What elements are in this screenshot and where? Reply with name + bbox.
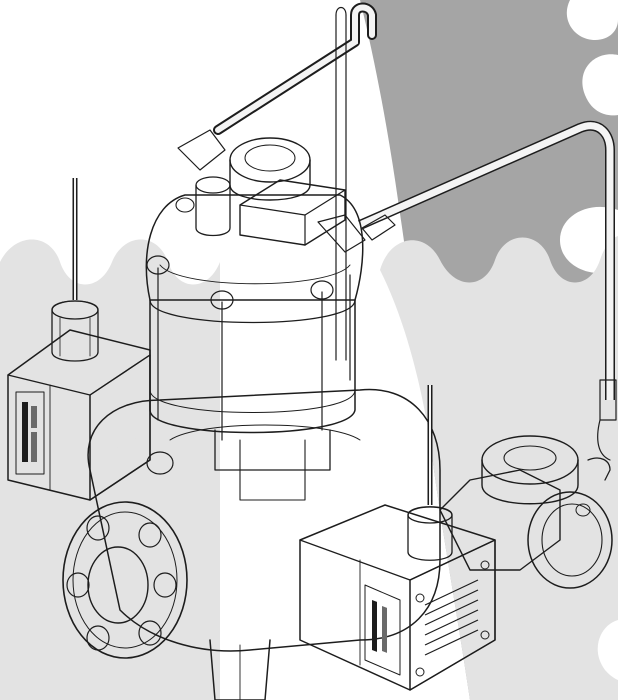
- wave-right-scallops: [380, 236, 618, 700]
- nameplate-right-lines: [424, 579, 479, 656]
- solenoid-coil-right: [299, 504, 496, 691]
- actuator-housing: [145, 194, 364, 501]
- flange-bolts: [66, 515, 177, 651]
- wave-light-band-2: [0, 300, 150, 480]
- cable-gland-right: [407, 385, 453, 561]
- nameplate-right: [364, 579, 479, 676]
- housing-bolts: [146, 197, 351, 441]
- nameplate-left: [15, 391, 45, 475]
- wave-top-scallops-2: [582, 54, 618, 116]
- inlet-flange: [62, 451, 188, 659]
- solenoid-coil-left: [7, 329, 151, 501]
- wave-top-scallops: [566, 0, 618, 40]
- sensing-tube-right: [357, 120, 617, 461]
- pilot-regulator: [439, 435, 613, 589]
- actuator-cap: [177, 129, 396, 253]
- cable-gland-left: [51, 178, 99, 362]
- sensing-tube-upper: [213, 2, 377, 361]
- wave-bottom-scallops: [597, 620, 618, 680]
